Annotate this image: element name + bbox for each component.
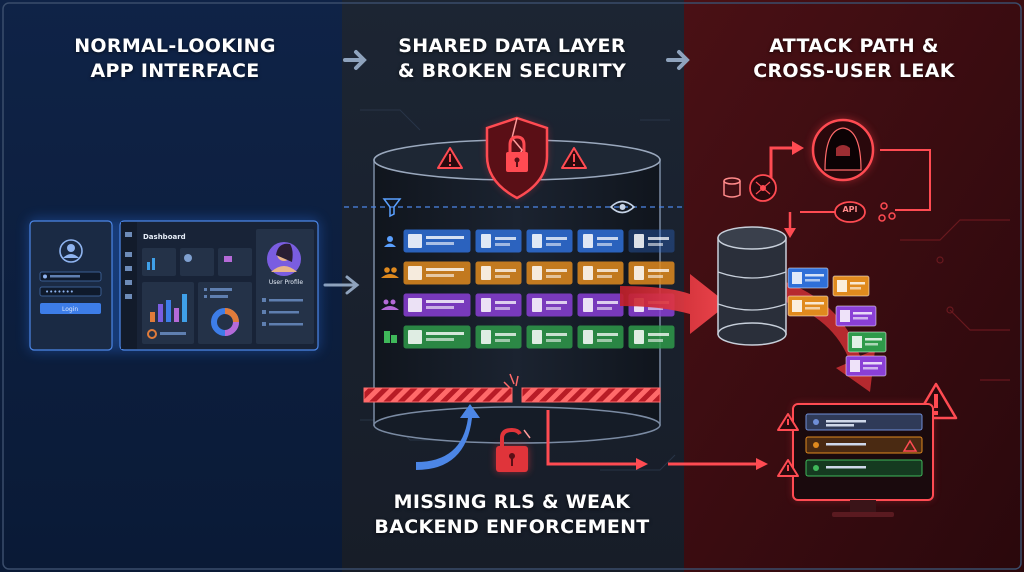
- data-rows: [403, 229, 675, 349]
- panel-title-interface: NORMAL-LOOKING APP INTERFACE: [74, 35, 276, 82]
- leaked-record-card: [847, 331, 887, 353]
- data-record-cell: [403, 229, 471, 253]
- data-record-cell: [577, 229, 624, 253]
- leaked-record-card: [832, 275, 870, 297]
- login-button[interactable]: [40, 303, 101, 314]
- password-field[interactable]: [39, 286, 102, 297]
- footer-title: MISSING RLS & WEAK BACKEND ENFORCEMENT: [374, 491, 650, 538]
- api-icon: [834, 201, 866, 223]
- user-avatar-icon: [59, 239, 83, 263]
- leaked-records: [787, 267, 887, 377]
- flow-arrow-1: [343, 50, 367, 70]
- panel-title-data-layer: SHARED DATA LAYER & BROKEN SECURITY: [397, 35, 627, 82]
- warning-icon: [561, 147, 587, 169]
- leak-arrow: [620, 274, 728, 334]
- warning-icon: [437, 147, 463, 169]
- data-record-cell: [403, 325, 471, 349]
- data-record-cell: [526, 261, 573, 285]
- user-profile-label: User Profile: [268, 279, 304, 286]
- leaked-record-card: [787, 267, 829, 289]
- data-record-cell: [475, 261, 522, 285]
- leaked-record-card: [835, 305, 877, 327]
- database-small-icon: [723, 177, 741, 198]
- flow-arrow-2: [666, 50, 690, 70]
- network-hub-icon: [749, 174, 777, 202]
- data-record-cell: [475, 293, 522, 317]
- warning-icon: [777, 413, 799, 431]
- data-record-cell: [628, 325, 675, 349]
- data-record-cell: [475, 325, 522, 349]
- leaked-record-card: [845, 355, 887, 377]
- bypass-arrow: [416, 404, 480, 470]
- broken-lock-icon: [496, 427, 531, 472]
- data-record-cell: [475, 229, 522, 253]
- eye-icon: [609, 200, 636, 214]
- data-record-cell: [577, 261, 624, 285]
- data-record-cell: [403, 261, 471, 285]
- app-mockup: •••••••: [28, 218, 320, 352]
- data-record-cell: [526, 229, 573, 253]
- warning-icon: [777, 459, 799, 477]
- data-record-cell: [628, 261, 675, 285]
- data-record-cell: [577, 293, 624, 317]
- login-card: [29, 220, 113, 351]
- panel-title-attack: ATTACK PATH & CROSS-USER LEAK: [753, 35, 955, 82]
- user-row-icon: [384, 236, 396, 247]
- flow-arrow-3: [323, 275, 360, 295]
- building-row-icon: [384, 331, 397, 343]
- filter-icon: [382, 198, 402, 218]
- data-record-cell: [628, 229, 675, 253]
- data-record-cell: [403, 293, 471, 317]
- team-row-icon: [381, 299, 399, 310]
- hacker-icon: [811, 118, 875, 182]
- api-label: API: [842, 205, 858, 214]
- leaked-record-card: [787, 295, 829, 317]
- svg-text:•••••••: •••••••: [45, 288, 74, 296]
- attacked-database: [717, 226, 787, 346]
- data-record-cell: [526, 293, 573, 317]
- broken-security-barrier: [363, 373, 661, 403]
- data-record-cell: [526, 325, 573, 349]
- victim-monitor: [792, 403, 934, 517]
- network-icon: [878, 202, 896, 222]
- dashboard-title: Dashboard: [143, 233, 186, 241]
- shield-lock-icon: [485, 116, 549, 200]
- users-row-icon: [381, 267, 399, 278]
- data-record-cell: [577, 325, 624, 349]
- login-button-label: Login: [62, 306, 79, 313]
